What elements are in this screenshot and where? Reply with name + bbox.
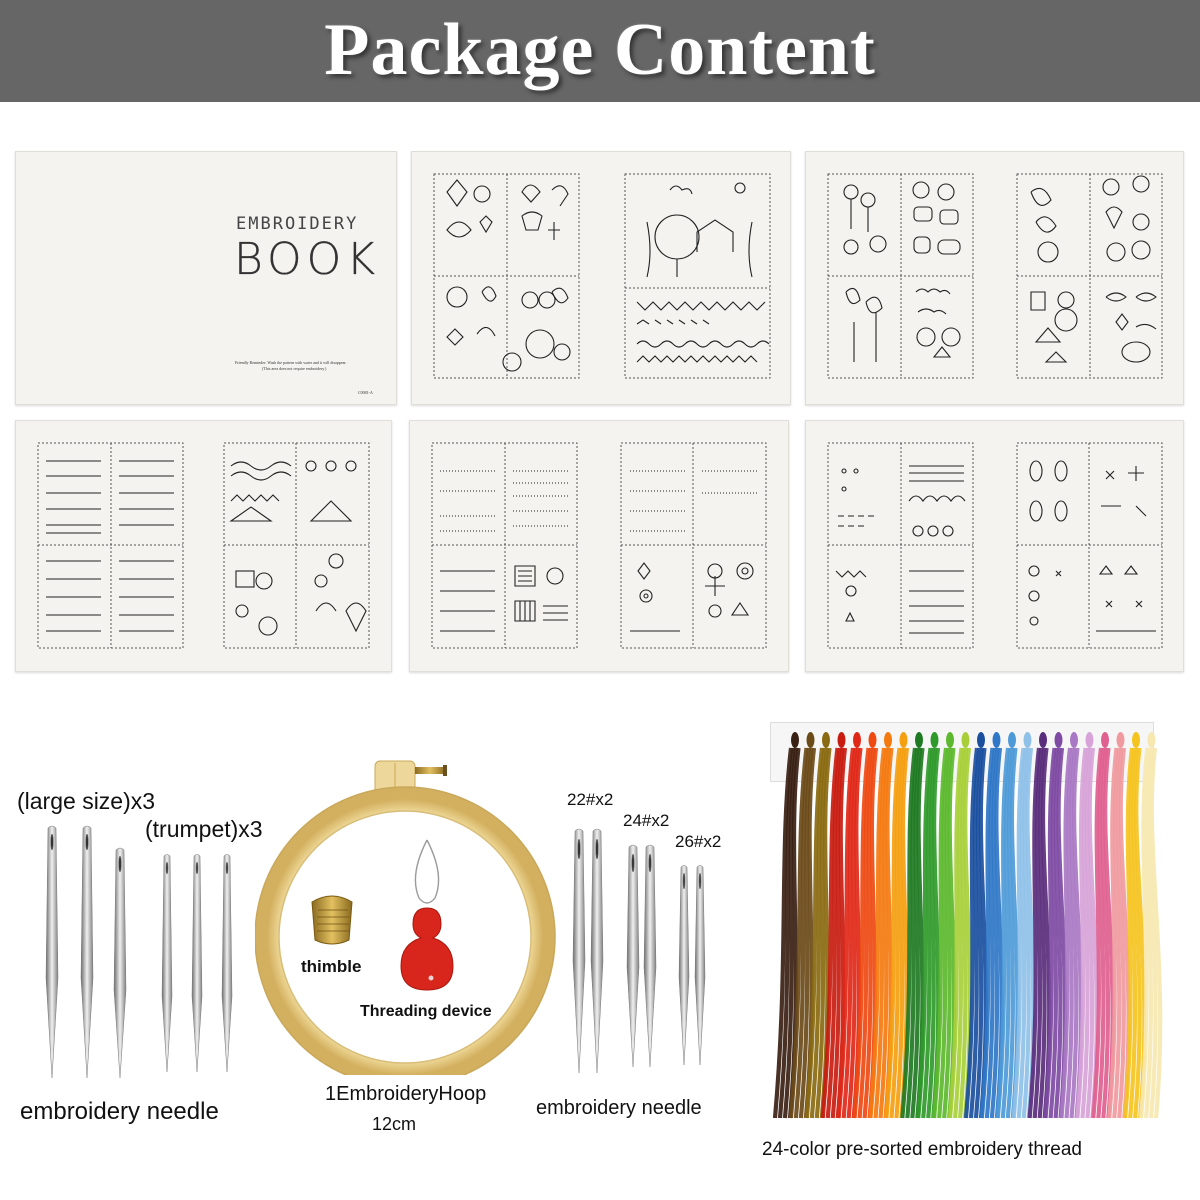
hoop-caption: 1EmbroideryHoop xyxy=(325,1083,487,1105)
threading-device-label: Threading device xyxy=(360,1003,492,1020)
needle-22-1 xyxy=(572,828,586,1074)
needle-trumpet-3 xyxy=(221,854,233,1073)
cover-reminder: Friendly Reminder: Wash the pattern with… xyxy=(235,360,347,365)
book-page-stitches-3 xyxy=(805,420,1184,672)
book-page-stitches-1 xyxy=(15,420,392,672)
pattern-drawings xyxy=(827,173,1163,379)
needle-trumpet-1 xyxy=(161,854,173,1073)
cover-title-embroidery: EMBROIDERY xyxy=(236,214,359,234)
large-needle-label: (large size)x3 xyxy=(17,788,156,814)
needle-large-1 xyxy=(45,825,59,1079)
thread-skein xyxy=(947,732,973,1119)
thimble-icon xyxy=(311,895,353,945)
embroidery-thread-bundle xyxy=(772,732,1163,1119)
needle-24-label: 24#x2 xyxy=(623,811,670,830)
cover-code: C0081-A xyxy=(358,390,373,395)
cover-reminder-note: (This area does not require embroidery.) xyxy=(262,366,327,371)
cover-title-book: BOOK xyxy=(234,234,381,285)
large-needle-caption: embroidery needle xyxy=(20,1098,219,1125)
thread-skein xyxy=(1107,732,1131,1119)
book-cover: EMBROIDERY BOOK Friendly Reminder: Wash … xyxy=(15,151,397,405)
thread-skein xyxy=(1091,732,1115,1119)
thread-skein xyxy=(1075,732,1099,1119)
needle-large-3 xyxy=(113,847,127,1079)
book-page-stitches-2 xyxy=(409,420,789,672)
needle-24-1 xyxy=(626,844,640,1068)
needle-26-1 xyxy=(678,865,690,1066)
needle-large-2 xyxy=(80,825,94,1079)
pattern-drawings xyxy=(433,173,771,379)
needle-22-2 xyxy=(590,828,604,1074)
embroidery-hoop xyxy=(255,760,556,1075)
sized-needle-caption: embroidery needle xyxy=(536,1097,702,1119)
stitch-samples xyxy=(827,442,1163,649)
book-page-animals xyxy=(805,151,1184,405)
header-banner: Package Content xyxy=(0,0,1200,102)
hoop-size: 12cm xyxy=(372,1114,417,1134)
page-title: Package Content xyxy=(324,9,876,91)
thread-skein xyxy=(916,732,941,1119)
needle-trumpet-2 xyxy=(191,854,203,1073)
needle-24-2 xyxy=(643,844,657,1068)
thread-caption: 24-color pre-sorted embroidery thread xyxy=(762,1139,1082,1160)
stitch-samples xyxy=(431,442,767,649)
threading-device-icon xyxy=(400,839,454,991)
thread-skein xyxy=(788,732,817,1119)
stitch-samples xyxy=(37,442,370,649)
embroidery-needles-large-trumpet xyxy=(45,825,233,1079)
book-page-plants-landscape xyxy=(411,151,791,405)
thread-skein xyxy=(1138,732,1163,1119)
hoop-ring xyxy=(255,787,555,1075)
thread-skein xyxy=(963,732,988,1119)
thimble-label: thimble xyxy=(301,957,362,976)
thread-skein xyxy=(852,732,879,1119)
thread-skein xyxy=(884,732,910,1119)
needle-26-2 xyxy=(694,865,706,1066)
needle-22-label: 22#x2 xyxy=(567,790,614,809)
embroidery-needles-sized xyxy=(572,828,706,1074)
trumpet-needle-label: (trumpet)x3 xyxy=(145,816,263,842)
thread-skein xyxy=(1123,732,1147,1119)
thread-skein xyxy=(1027,732,1052,1119)
needle-26-label: 26#x2 xyxy=(675,832,722,851)
